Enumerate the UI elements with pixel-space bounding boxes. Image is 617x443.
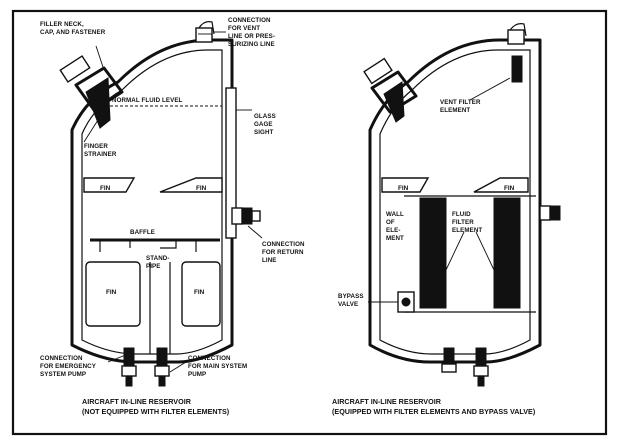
- left-fin-4: [181, 261, 221, 327]
- right-caption: AIRCRAFT IN-LINE RESERVOIR (EQUIPPED WIT…: [332, 397, 536, 416]
- left-fin-2: [159, 177, 223, 193]
- label-fluid-level: NORMAL FLUID LEVEL: [112, 97, 183, 104]
- left-standpipe: [149, 262, 171, 354]
- left-reservoir: FILLER NECK, CAP, AND FASTENER CONNECTIO…: [40, 17, 306, 416]
- left-shell: [70, 38, 234, 364]
- left-main-pump-connection: [154, 347, 170, 387]
- label-wall-of-element: WALL OF ELE- MENT: [386, 211, 406, 242]
- right-reservoir: VENT FILTER ELEMENT FIN FIN WALL OF ELE-…: [332, 23, 561, 416]
- right-side-connection: [539, 205, 561, 221]
- right-fin-2: [473, 177, 529, 193]
- right-fin-1: [381, 177, 430, 193]
- label-left-fin-4: FIN: [194, 289, 205, 296]
- label-filler-neck: FILLER NECK, CAP, AND FASTENER: [40, 21, 106, 36]
- label-vent-filter-element: VENT FILTER ELEMENT: [440, 99, 482, 114]
- label-standpipe: STAND- PIPE: [146, 255, 171, 270]
- left-return-connection: [231, 207, 261, 225]
- left-fin-3: [85, 261, 141, 327]
- figure-border: [11, 9, 608, 436]
- right-bottom-connection-1: [441, 347, 457, 373]
- right-filler-neck: [363, 57, 418, 123]
- label-main-pump: CONNECTION FOR MAIN SYSTEM PUMP: [188, 355, 249, 378]
- left-inner-shell: [81, 49, 223, 355]
- label-return-connection: CONNECTION FOR RETURN LINE: [262, 241, 306, 264]
- label-glass-gage-sight: GLASS GAGE SIGHT: [254, 113, 278, 136]
- label-fluid-filter-element: FLUID FILTER ELEMENT: [452, 211, 482, 234]
- label-right-fin-1: FIN: [398, 185, 409, 192]
- left-vent-connection: [195, 21, 215, 43]
- left-caption: AIRCRAFT IN-LINE RESERVOIR (NOT EQUIPPED…: [82, 397, 230, 416]
- left-gage-sight-tube: [225, 87, 237, 239]
- right-vent-connection: [507, 23, 527, 83]
- label-left-fin-1: FIN: [100, 185, 111, 192]
- label-baffle: BAFFLE: [130, 229, 155, 236]
- left-fin-1: [83, 177, 136, 193]
- label-vent-connection: CONNECTION FOR VENT LINE OR PRES- SURIZI…: [228, 17, 277, 48]
- label-finger-strainer: FINGER STRAINER: [84, 143, 117, 158]
- label-bypass-valve: BYPASS VALVE: [338, 293, 365, 308]
- right-filter-element-2: [493, 197, 521, 309]
- right-bypass-valve: [397, 291, 415, 313]
- right-shell: [368, 38, 542, 364]
- label-left-fin-2: FIN: [196, 185, 207, 192]
- right-bottom-connection-2: [473, 347, 489, 387]
- right-filter-element-1: [419, 197, 447, 309]
- left-emergency-pump-connection: [121, 347, 137, 387]
- label-emergency-pump: CONNECTION FOR EMERGENCY SYSTEM PUMP: [40, 355, 98, 378]
- label-right-fin-2: FIN: [504, 185, 515, 192]
- left-filler-neck: [59, 55, 124, 129]
- label-left-fin-3: FIN: [106, 289, 117, 296]
